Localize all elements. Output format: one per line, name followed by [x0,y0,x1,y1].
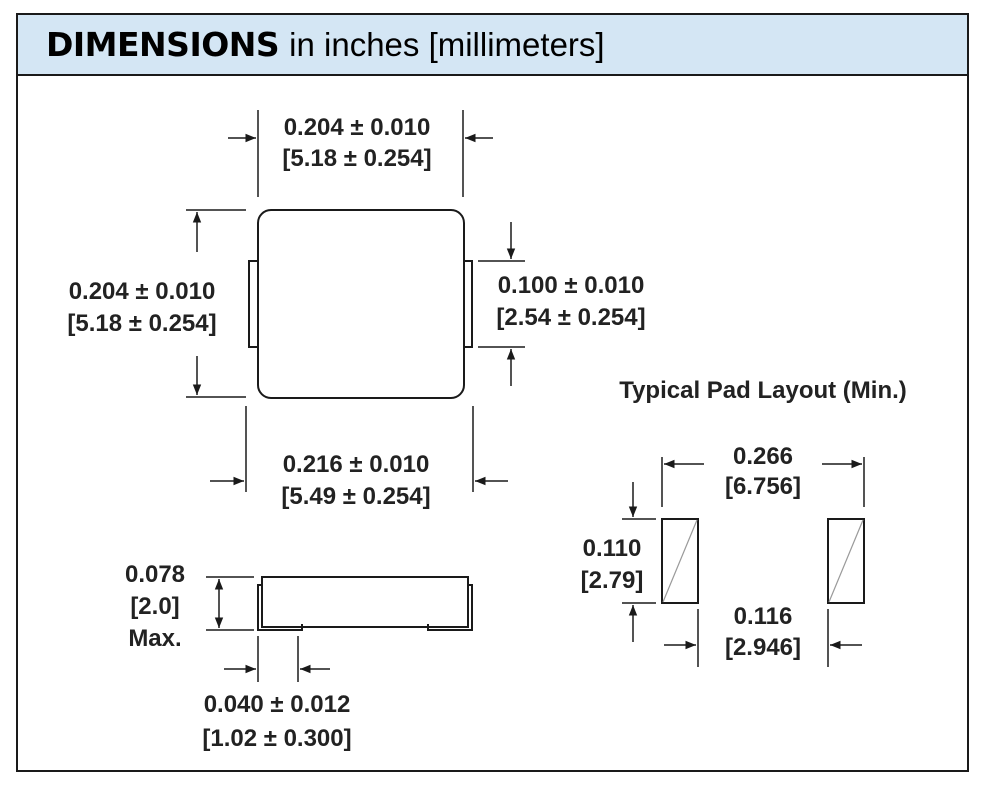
terminal-width-mm: [1.02 ± 0.300] [202,725,351,752]
header-title-bold: DIMENSIONS [46,25,280,64]
bottom-width-mm: [5.49 ± 0.254] [281,483,430,510]
left-height-mm: [5.18 ± 0.254] [67,310,216,337]
pad-overall-inches: 0.266 [733,443,793,470]
side-height-mm: [2.0] [130,593,179,620]
side-body [261,576,469,628]
pad-overall-mm: [6.756] [725,473,801,500]
terminal-height-mm: [2.54 ± 0.254] [496,304,645,331]
header-title-units: in inches [millimeters] [289,25,605,63]
pad-height-inches: 0.110 [583,535,642,562]
terminal-height-inches: 0.100 ± 0.010 [498,272,645,299]
side-height-inches: 0.078 [125,561,185,588]
panel-header: DIMENSIONS in inches [millimeters] [18,15,967,76]
side-view [206,576,473,682]
dimensions-panel: DIMENSIONS in inches [millimeters] [16,13,969,772]
side-left-terminal [257,584,303,631]
side-height-note: Max. [128,625,181,652]
pad-gap-inches: 0.116 [734,603,793,630]
top-width-inches: 0.204 ± 0.010 [284,114,431,141]
pad-height-mm: [2.79] [581,567,644,594]
right-pad-hatch [828,519,864,603]
component-body [257,209,465,399]
terminal-width-inches: 0.040 ± 0.012 [204,691,351,718]
top-view [186,110,525,492]
left-height-inches: 0.204 ± 0.010 [69,278,216,305]
pad-gap-mm: [2.946] [725,634,801,661]
pad-layout [622,457,865,667]
top-width-mm: [5.18 ± 0.254] [282,145,431,172]
bottom-width-inches: 0.216 ± 0.010 [283,451,430,478]
left-pad-hatch [662,519,698,603]
pad-layout-title: Typical Pad Layout (Min.) [619,377,907,404]
side-right-terminal [427,584,473,631]
